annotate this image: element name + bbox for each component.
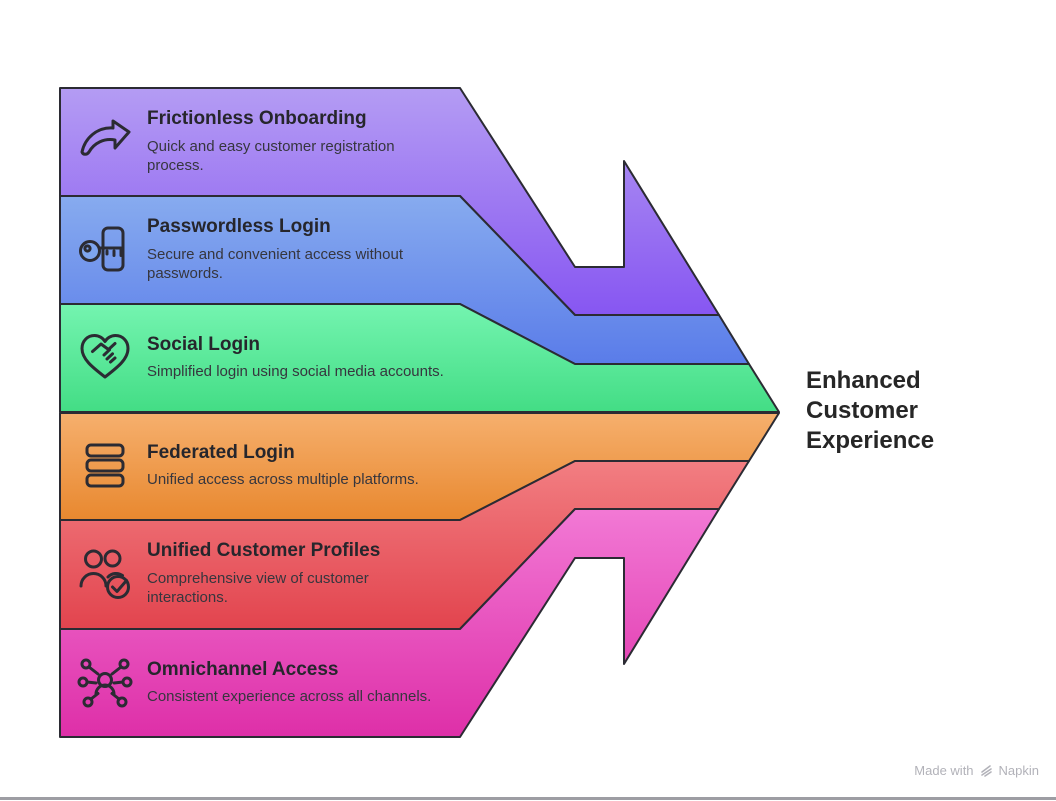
band-social-login: Social Login Simplified login using soci… — [76, 304, 476, 412]
band-title: Omnichannel Access — [147, 658, 339, 680]
band-title: Social Login — [147, 333, 260, 355]
band-unified-customer-profiles: Unified Customer Profiles Comprehensive … — [76, 520, 476, 628]
band-description: Quick and easy customer registration pro… — [147, 138, 395, 174]
band-description: Unified access across multiple platforms… — [147, 471, 419, 489]
made-with-text: Made with — [914, 763, 974, 778]
band-passwordless-login: Passwordless Login Secure and convenient… — [76, 196, 476, 304]
band-description: Consistent experience across all channel… — [147, 688, 432, 706]
band-description: Comprehensive view of customer interacti… — [147, 570, 369, 606]
window-bottom-edge — [0, 797, 1056, 800]
band-omnichannel-access: Omnichannel Access Consistent experience… — [76, 629, 476, 737]
napkin-logo-icon — [980, 765, 992, 777]
band-frictionless-onboarding: Frictionless Onboarding Quick and easy c… — [76, 88, 476, 196]
result-label: Enhanced Customer Experience — [806, 367, 935, 454]
stack-icon — [76, 437, 134, 495]
made-with-napkin[interactable]: Made with Napkin — [914, 763, 1039, 778]
curved-arrow-icon — [76, 113, 134, 171]
band-description: Secure and convenient access without pas… — [147, 246, 403, 282]
heart-handshake-icon — [76, 329, 134, 387]
band-shape-omnichannel-access — [59, 508, 720, 738]
band-description: Simplified login using social media acco… — [147, 363, 444, 381]
band-title: Frictionless Onboarding — [147, 108, 367, 130]
band-title: Passwordless Login — [147, 216, 331, 238]
network-person-icon — [76, 654, 134, 712]
band-title: Federated Login — [147, 441, 295, 463]
band-federated-login: Federated Login Unified access across mu… — [76, 412, 476, 520]
users-check-icon — [76, 545, 134, 603]
key-icon — [76, 221, 134, 279]
napkin-brand-text: Napkin — [998, 763, 1039, 778]
band-title: Unified Customer Profiles — [147, 540, 381, 562]
